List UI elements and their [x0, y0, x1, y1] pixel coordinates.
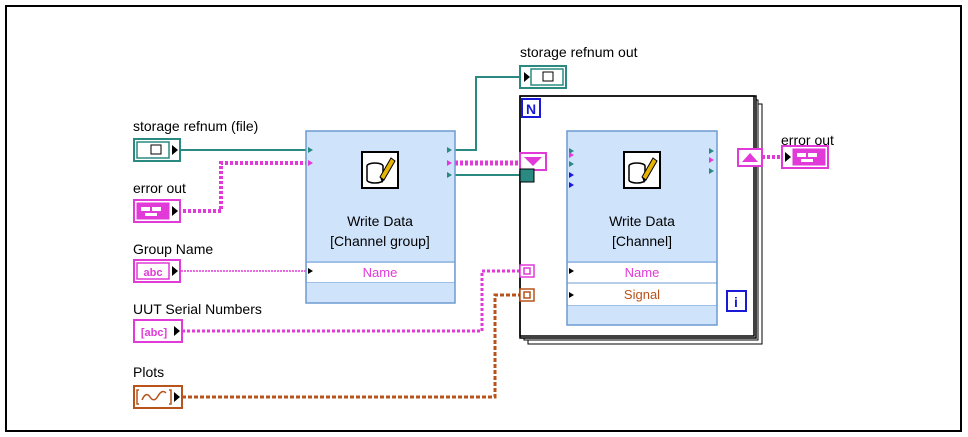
storage-refnum-file-label: storage refnum (file): [133, 118, 258, 134]
plots-tunnel[interactable]: [519, 288, 535, 302]
node2-title-line1: Write Data: [609, 213, 675, 229]
loop-iteration-label: i: [734, 294, 738, 310]
loop-count-terminal[interactable]: N: [521, 98, 541, 118]
error-out-indicator[interactable]: [781, 145, 829, 169]
node2-param-signal: Signal: [624, 287, 660, 302]
loop-iteration-terminal[interactable]: i: [726, 290, 747, 312]
write-data-channel-node[interactable]: Write Data [Channel] Name Signal: [566, 130, 718, 326]
uut-serial-numbers-label: UUT Serial Numbers: [133, 301, 262, 317]
refnum-tunnel[interactable]: [519, 168, 535, 183]
storage-refnum-out-label: storage refnum out: [520, 44, 638, 60]
uut-serial-numbers-control[interactable]: [abc]: [133, 319, 183, 343]
write-data-icon: [361, 151, 399, 189]
node1-param-name: Name: [363, 265, 398, 280]
uut-tunnel[interactable]: [519, 264, 535, 278]
error-in-control[interactable]: [133, 199, 181, 223]
plots-label: Plots: [133, 364, 164, 380]
node2-param-name: Name: [625, 265, 660, 280]
shift-register-right[interactable]: [737, 148, 763, 167]
write-data-icon: [623, 151, 661, 189]
node1-title-line2: [Channel group]: [330, 233, 430, 249]
storage-refnum-file-control[interactable]: [133, 138, 181, 162]
array-string-glyph: [abc]: [141, 327, 168, 339]
error-out-label: error out: [781, 132, 834, 148]
loop-count-label: N: [526, 101, 536, 117]
write-data-channel-group-node[interactable]: Write Data [Channel group] Name: [305, 130, 456, 304]
shift-register-left[interactable]: [519, 152, 547, 171]
waveform-icon: [141, 390, 167, 401]
string-glyph: abc: [144, 267, 163, 279]
plots-control[interactable]: [133, 385, 183, 409]
group-name-label: Group Name: [133, 241, 213, 257]
group-name-control[interactable]: abc: [133, 259, 181, 283]
storage-refnum-out-indicator[interactable]: [519, 65, 567, 89]
error-out-input-label: error out: [133, 180, 186, 196]
node2-title-line2: [Channel]: [612, 233, 672, 249]
node1-title-line1: Write Data: [347, 213, 413, 229]
